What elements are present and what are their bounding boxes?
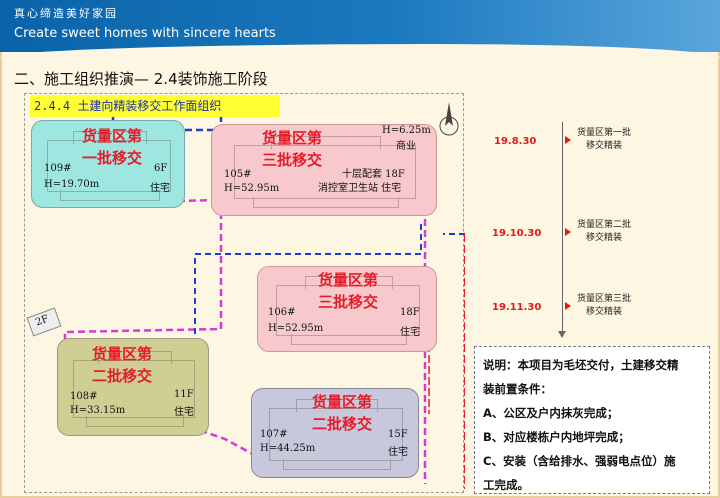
timeline-date-3: 19.11.30 bbox=[492, 302, 542, 313]
header-banner: 真心缔造美好家园 Create sweet homes with sincere… bbox=[0, 0, 720, 58]
building-105-commerce: 商业 bbox=[396, 141, 416, 152]
timeline-label-3: 货量区第三批 移交精装 bbox=[576, 294, 631, 317]
building-109-height: H=19.70m bbox=[44, 179, 100, 190]
building-109-batch-label: 货量区第 一批移交 bbox=[81, 127, 142, 167]
site-plan: 货量区第 一批移交 109# 6F H=19.70m 住宅 货量区第 三批移交 … bbox=[24, 93, 465, 493]
timeline-arrow-2-icon bbox=[565, 228, 571, 236]
note-line-2: 装前置条件： bbox=[483, 382, 552, 396]
building-107-floors: 15F bbox=[388, 429, 408, 440]
building-105-top-height: H=6.25m bbox=[382, 125, 431, 136]
building-106-id: 106# bbox=[268, 307, 296, 318]
building-109-id: 109# bbox=[44, 163, 72, 174]
brand-slogan-cn: 真心缔造美好家园 bbox=[14, 7, 118, 20]
building-106-use: 住宅 bbox=[400, 327, 420, 338]
building-109-floors: 6F bbox=[154, 163, 168, 174]
note-line-4: B、对应楼栋户内地坪完成； bbox=[483, 430, 630, 444]
timeline-arrow-1-icon bbox=[565, 136, 571, 144]
timeline-date-1: 19.8.30 bbox=[494, 136, 537, 147]
building-108-use: 住宅 bbox=[174, 407, 194, 418]
page-title: 二、施工组织推演— 2.4装饰施工阶段 bbox=[14, 70, 268, 88]
building-106-height: H=52.95m bbox=[268, 323, 324, 334]
header-swoosh bbox=[0, 44, 720, 58]
building-105-extra1: 十层配套 18F bbox=[342, 169, 405, 180]
note-line-3: A、公区及户内抹灰完成； bbox=[483, 406, 619, 420]
timeline-date-2: 19.10.30 bbox=[492, 228, 542, 239]
building-107-use: 住宅 bbox=[388, 447, 408, 458]
building-108-batch-label: 货量区第 二批移交 bbox=[91, 345, 152, 385]
section-subtitle: 2.4.4 土建向精装移交工作面组织 bbox=[30, 95, 280, 117]
building-105-id: 105# bbox=[224, 169, 252, 180]
prerequisite-note: 说明：本项目为毛坯交付，土建移交精 装前置条件： A、公区及户内抹灰完成； B、… bbox=[474, 346, 710, 494]
building-107-id: 107# bbox=[260, 429, 288, 440]
building-105: 货量区第 三批移交 H=6.25m 商业 105# 十层配套 18F H=52.… bbox=[211, 124, 437, 216]
building-105-height: H=52.95m bbox=[224, 183, 280, 194]
note-line-5: C、安装（含给排水、强弱电点位）施 bbox=[483, 454, 676, 468]
timeline-label-1: 货量区第一批 移交精装 bbox=[576, 128, 631, 151]
building-108-id: 108# bbox=[70, 391, 98, 402]
timeline-label-2: 货量区第二批 移交精装 bbox=[576, 220, 631, 243]
timeline-arrow-3-icon bbox=[565, 302, 571, 310]
building-107-batch-label: 货量区第 二批移交 bbox=[311, 393, 372, 433]
building-105-batch-label: 货量区第 三批移交 bbox=[261, 129, 322, 169]
building-108-height: H=33.15m bbox=[70, 405, 126, 416]
building-106-floors: 18F bbox=[400, 307, 420, 318]
building-2f-floors: 2F bbox=[34, 313, 51, 329]
note-line-6: 工完成。 bbox=[483, 478, 529, 492]
building-108: 货量区第 二批移交 108# 11F H=33.15m 住宅 bbox=[57, 338, 209, 436]
building-107-height: H=44.25m bbox=[260, 443, 316, 454]
building-106-batch-label: 货量区第 三批移交 bbox=[317, 271, 378, 311]
brand-slogan-en: Create sweet homes with sincere hearts bbox=[14, 26, 276, 41]
building-109-use: 住宅 bbox=[150, 183, 170, 194]
building-106: 货量区第 三批移交 106# 18F H=52.95m 住宅 bbox=[257, 266, 437, 352]
building-105-extra2: 消控室卫生站 住宅 bbox=[318, 183, 402, 194]
note-line-1: 说明：本项目为毛坯交付，土建移交精 bbox=[483, 358, 679, 372]
north-arrow-icon bbox=[439, 102, 459, 136]
building-108-floors: 11F bbox=[174, 389, 194, 400]
building-107: 货量区第 二批移交 107# 15F H=44.25m 住宅 bbox=[251, 388, 419, 478]
timeline-axis bbox=[558, 122, 566, 338]
building-109: 货量区第 一批移交 109# 6F H=19.70m 住宅 bbox=[31, 120, 185, 208]
